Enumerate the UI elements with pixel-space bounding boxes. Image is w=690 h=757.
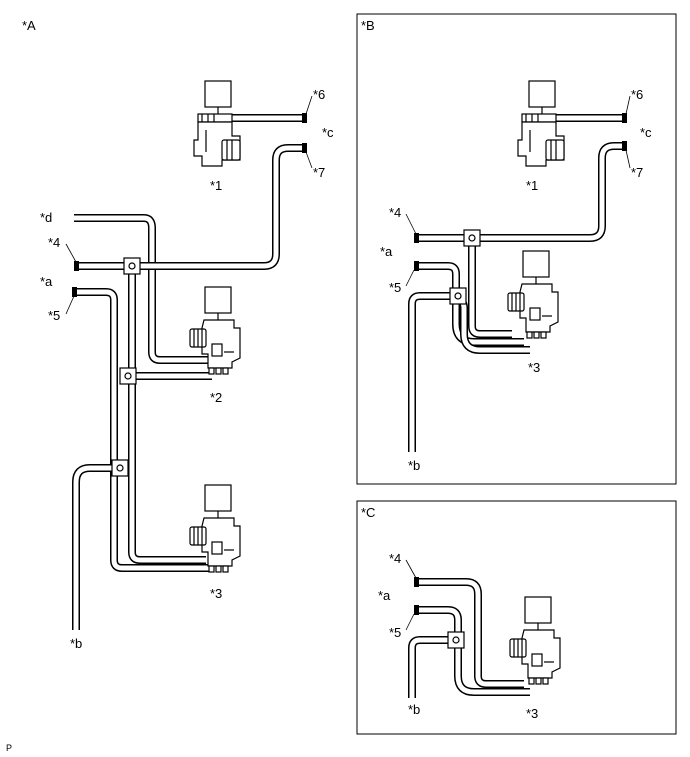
hose-end-mark [414, 261, 419, 271]
callout-b: *b [408, 458, 420, 473]
hose-end-mark [414, 577, 419, 587]
callout-7: *7 [631, 165, 643, 180]
vsv-3 [507, 250, 559, 339]
hose-end-mark [302, 143, 307, 153]
callout-4: *4 [48, 235, 60, 250]
footer-code: P [6, 743, 12, 753]
vsv-1 [193, 80, 241, 167]
tee-connector [447, 631, 465, 649]
panel-b-frame [356, 13, 677, 485]
tee-connector [119, 367, 137, 385]
callout-5: *5 [389, 625, 401, 640]
callout-c: *c [640, 125, 652, 140]
panel-c-frame [356, 500, 677, 735]
callout-b: *b [70, 636, 82, 651]
callout-6: *6 [631, 87, 643, 102]
tee-connector [463, 229, 481, 247]
callout-b: *b [408, 702, 420, 717]
panel-c: *C *4 *a *5 *b *3 [356, 500, 677, 735]
panel-b-label: *B [361, 18, 375, 33]
panel-a: *A [22, 18, 334, 651]
hose-end-mark [72, 287, 77, 297]
panel-a-hoses [72, 114, 306, 630]
hose-end-mark [302, 113, 307, 123]
callout-5: *5 [389, 280, 401, 295]
callout-4: *4 [389, 205, 401, 220]
callout-a: *a [40, 274, 53, 289]
hose-end-mark [622, 141, 627, 151]
callout-4: *4 [389, 551, 401, 566]
callout-2: *2 [210, 390, 222, 405]
panel-c-label: *C [361, 505, 375, 520]
callout-3: *3 [528, 360, 540, 375]
callout-c: *c [322, 125, 334, 140]
panel-b-hoses [408, 114, 626, 452]
hose-end-mark [74, 261, 79, 271]
panel-b: *B *6 *c *7 *1 *4 [356, 13, 677, 485]
callout-7: *7 [313, 165, 325, 180]
hose-end-mark [414, 233, 419, 243]
vsv-1 [517, 80, 565, 167]
callout-3: *3 [210, 586, 222, 601]
tee-connector [123, 257, 141, 275]
callout-1: *1 [210, 178, 222, 193]
callout-a: *a [380, 244, 393, 259]
panel-a-label: *A [22, 18, 36, 33]
callout-1: *1 [526, 178, 538, 193]
hose-end-mark [622, 113, 627, 123]
tee-connector [111, 459, 129, 477]
callout-3: *3 [526, 706, 538, 721]
callout-6: *6 [313, 87, 325, 102]
tee-connector [449, 287, 467, 305]
callout-a: *a [378, 588, 391, 603]
hose-end-mark [414, 605, 419, 615]
callout-5: *5 [48, 308, 60, 323]
vsv-3 [509, 596, 561, 685]
callout-d: *d [40, 210, 52, 225]
